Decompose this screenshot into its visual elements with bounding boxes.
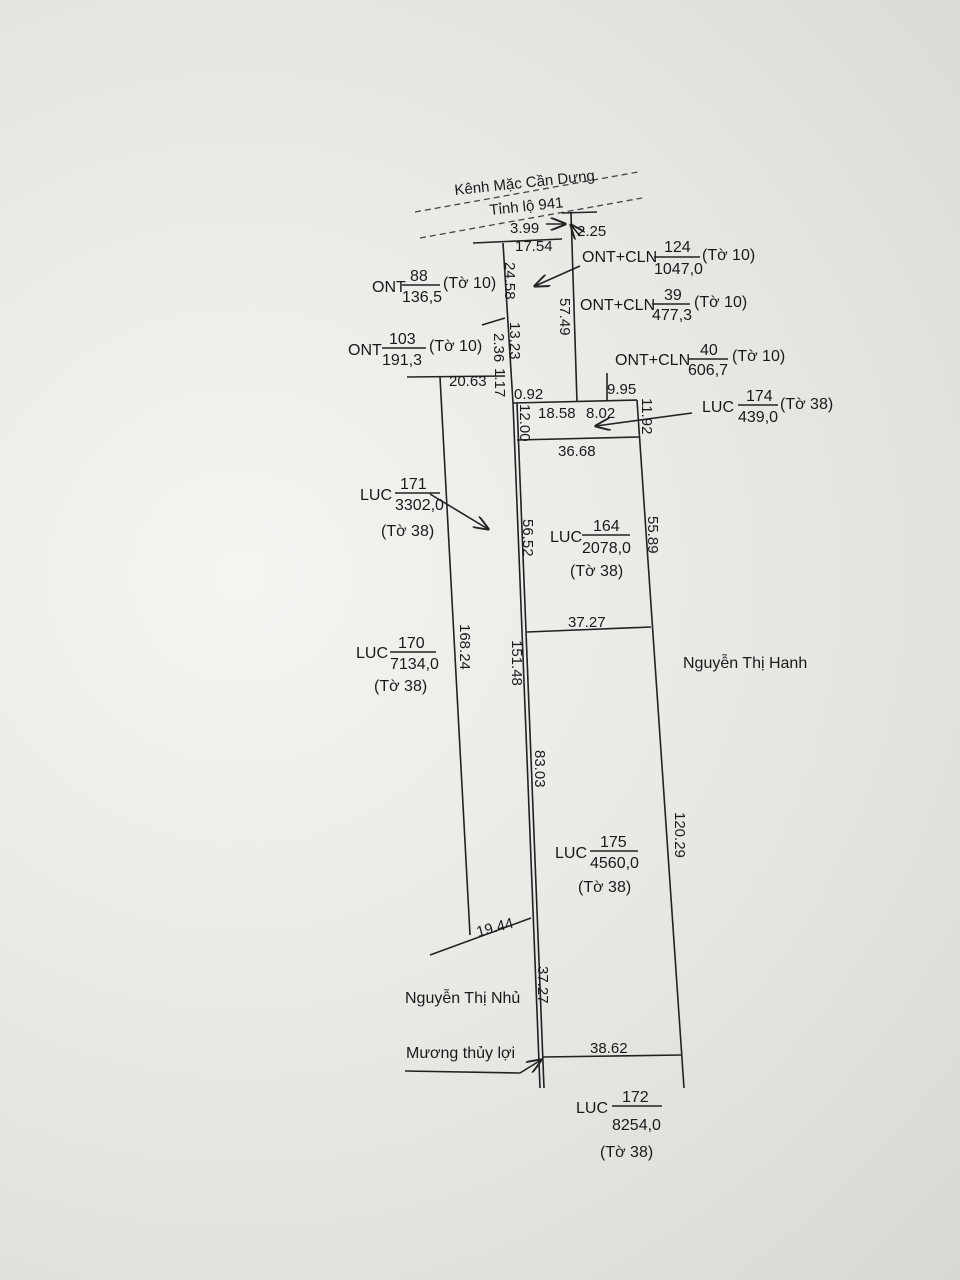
dim: 11.92 xyxy=(638,398,655,434)
parcel-170: LUC 170 7134,0 (Tờ 38) xyxy=(356,635,439,695)
parcel-type: LUC xyxy=(702,399,734,416)
parcel-number: 170 xyxy=(398,635,425,652)
parcel-type: ONT xyxy=(348,342,382,359)
parcel-88: ONT 88 136,5 (Tờ 10) xyxy=(372,268,496,306)
parcel-type: LUC xyxy=(356,645,388,662)
parcel-171: LUC 171 3302,0 (Tờ 38) xyxy=(360,476,444,540)
parcel-type: ONT+CLN xyxy=(580,297,655,314)
parcel-sheet: (Tờ 38) xyxy=(780,396,833,413)
dimension-labels: 3.99 2.25 17.54 20.63 0.92 18.58 8.02 9.… xyxy=(449,220,688,1057)
dim: 37.27 xyxy=(568,614,606,631)
parcel-area: 3302,0 xyxy=(395,497,444,514)
neighbor-west: Nguyễn Thị Nhủ xyxy=(405,988,520,1007)
parcel-type: ONT+CLN xyxy=(582,249,657,266)
parcel-sheet: (Tờ 38) xyxy=(381,523,434,540)
parcel-area: 2078,0 xyxy=(582,540,631,557)
dim: 2.36 xyxy=(490,333,507,362)
dim: 24.58 xyxy=(501,262,518,300)
parcel-type: LUC xyxy=(360,487,392,504)
dim: 19.44 xyxy=(475,915,516,941)
dim: 57.49 xyxy=(556,298,573,336)
parcel-sheet: (Tờ 38) xyxy=(600,1144,653,1161)
parcel-sheet: (Tờ 10) xyxy=(732,348,785,365)
dim: 83.03 xyxy=(531,750,548,788)
parcel-type: LUC xyxy=(555,845,587,862)
dim: 12.00 xyxy=(516,404,533,442)
parcel-number: 40 xyxy=(700,342,718,359)
parcel-area: 1047,0 xyxy=(654,261,703,278)
parcel-number: 174 xyxy=(746,388,773,405)
parcel-number: 39 xyxy=(664,287,682,304)
dim: 56.52 xyxy=(519,519,536,557)
parcel-area: 136,5 xyxy=(402,289,442,306)
pointer-arrows xyxy=(404,224,693,1074)
parcel-sheet: (Tờ 38) xyxy=(578,879,631,896)
parcel-40: ONT+CLN 40 606,7 (Tờ 10) xyxy=(615,342,785,379)
parcel-39: ONT+CLN 39 477,3 (Tờ 10) xyxy=(580,287,747,324)
dim: 151.48 xyxy=(508,640,525,686)
canal-line xyxy=(414,171,639,213)
parcel-area: 439,0 xyxy=(738,409,778,426)
parcel-sheet: (Tờ 10) xyxy=(694,294,747,311)
parcel-type: ONT xyxy=(372,279,406,296)
dim: 36.68 xyxy=(558,443,596,460)
parcel-number: 164 xyxy=(593,518,620,535)
parcel-sheet: (Tờ 38) xyxy=(570,563,623,580)
parcel-175: LUC 175 4560,0 (Tờ 38) xyxy=(555,834,639,896)
road-line xyxy=(419,197,643,239)
road-label: Tỉnh lộ 941 xyxy=(489,194,565,219)
parcel-type: ONT+CLN xyxy=(615,352,690,369)
parcel-sheet: (Tờ 10) xyxy=(702,247,755,264)
parcel-number: 175 xyxy=(600,834,627,851)
dim: 20.63 xyxy=(449,373,487,390)
parcel-103: ONT 103 191,3 (Tờ 10) xyxy=(348,331,482,369)
ditch-label: Mương thủy lợi xyxy=(406,1045,515,1062)
boundary-lines xyxy=(406,171,685,1089)
dim: 1.17 xyxy=(491,368,508,397)
parcel-type: LUC xyxy=(550,529,582,546)
dim: 120.29 xyxy=(671,812,688,858)
dim: 17.54 xyxy=(515,238,553,255)
parcel-area: 477,3 xyxy=(652,307,692,324)
dim: 8.02 xyxy=(586,405,615,422)
dim: 3.99 xyxy=(510,220,539,237)
parcel-sheet: (Tờ 38) xyxy=(374,678,427,695)
parcel-164: LUC 164 2078,0 (Tờ 38) xyxy=(550,518,631,580)
dim: 168.24 xyxy=(456,624,473,670)
parcel-number: 172 xyxy=(622,1089,649,1106)
dim: 18.58 xyxy=(538,405,576,422)
dim: 55.89 xyxy=(644,516,661,554)
parcel-174: LUC 174 439,0 (Tờ 38) xyxy=(702,388,833,426)
parcel-sheet: (Tờ 10) xyxy=(443,275,496,292)
dim: 37.27 xyxy=(534,966,551,1004)
parcel-area: 7134,0 xyxy=(390,656,439,673)
parcel-area: 191,3 xyxy=(382,352,422,369)
dim: 9.95 xyxy=(607,381,636,398)
dim: 13.23 xyxy=(506,322,523,360)
parcel-number: 103 xyxy=(389,331,416,348)
parcel-172: LUC 172 8254,0 (Tờ 38) xyxy=(576,1089,662,1161)
parcel-number: 171 xyxy=(400,476,427,493)
neighbor-east: Nguyễn Thị Hanh xyxy=(683,653,807,672)
canal-label: Kênh Mặc Cần Dưng xyxy=(454,167,596,199)
parcel-area: 8254,0 xyxy=(612,1117,661,1134)
parcel-number: 88 xyxy=(410,268,428,285)
parcel-sheet: (Tờ 10) xyxy=(429,338,482,355)
parcel-area: 606,7 xyxy=(688,362,728,379)
dim: 38.62 xyxy=(590,1040,628,1057)
parcel-type: LUC xyxy=(576,1100,608,1117)
parcel-number: 124 xyxy=(664,239,691,256)
dim: 0.92 xyxy=(514,386,543,403)
dim: 2.25 xyxy=(577,223,606,240)
parcel-124: ONT+CLN 124 1047,0 (Tờ 10) xyxy=(582,239,755,278)
parcel-area: 4560,0 xyxy=(590,855,639,872)
